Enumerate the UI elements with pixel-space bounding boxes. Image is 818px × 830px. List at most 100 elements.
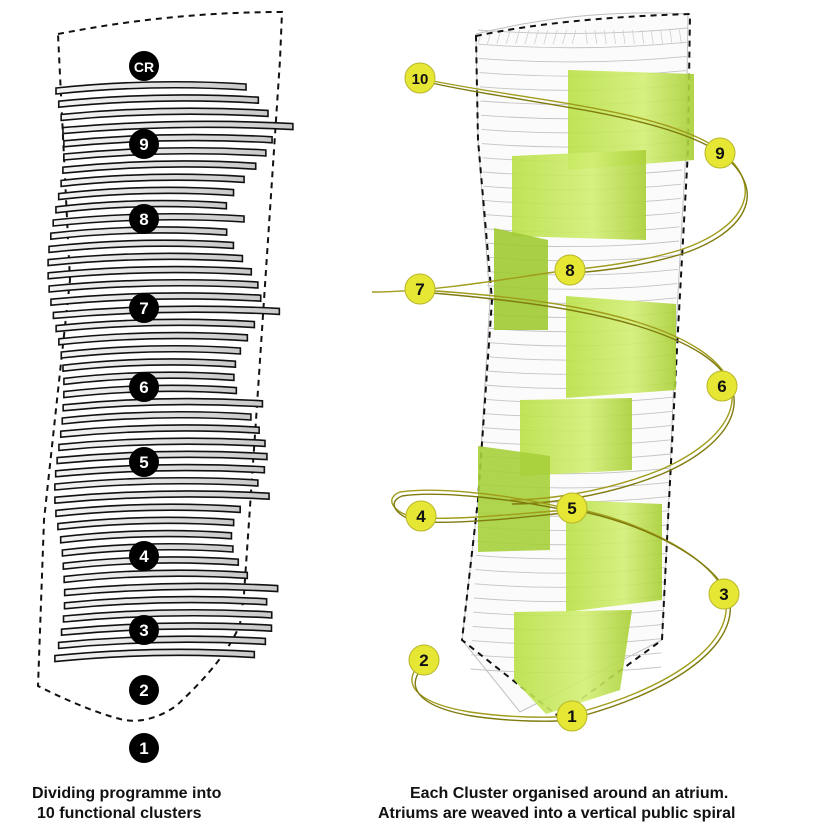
spiral-label: 7 [415,280,424,299]
spiral-marker-circle [556,492,588,524]
atrium-5 [478,446,550,552]
spiral-label: 5 [567,499,576,518]
floor-slab [55,318,256,333]
right-caption-line1: Each Cluster organised around an atrium. [410,785,729,802]
floor-slab [60,107,269,122]
wireframe-mullion [650,29,654,45]
cluster-label: 9 [139,135,148,154]
wireframe-mullion [515,29,520,45]
spiral-label: 1 [567,707,576,726]
right-caption: Each Cluster organised around an atrium.… [378,784,735,824]
floor-slab [61,410,252,425]
wireframe-mullion [641,29,645,45]
wireframe-mullion [562,29,567,45]
floor-slab [47,252,244,267]
floor-slab [63,582,279,597]
left-caption: Dividing programme into 10 functional cl… [32,784,221,824]
wireframe-mullion [594,29,598,45]
spiral-marker-circle [706,370,738,402]
spiral-label: 4 [416,507,426,526]
wireframe-mullion [679,29,682,45]
spiral-marker-circle [404,273,436,305]
cluster-marker-circle [129,51,159,81]
spiral-marker: 1 [556,700,588,732]
wireframe-mullion [571,29,577,45]
floor-slab [57,94,260,109]
cluster-marker: 7 [129,293,159,323]
floor-slab [60,173,245,188]
spiral-label: 6 [717,377,726,396]
cluster-label: 5 [139,453,148,472]
cluster-marker-circle [129,675,159,705]
floor-slab [54,648,256,663]
floor-slab [62,120,294,135]
floor-slab [47,265,253,280]
wireframe-mullion [524,29,530,45]
spiral-marker-circle [708,578,740,610]
cluster-marker: 1 [129,733,159,763]
spiral-marker-circle [554,254,586,286]
atrium-9 [512,150,646,240]
floor-slab [55,80,247,95]
spiral-marker-circle [556,700,588,732]
cluster-label: 6 [139,378,148,397]
wireframe-floor [478,41,688,49]
wireframe-mullion [585,29,588,45]
cluster-label: 3 [139,621,148,640]
spiral-marker: 5 [556,492,588,524]
spiral-marker: 6 [706,370,738,402]
floor-slab [62,358,237,373]
cluster-marker: CR [129,51,159,81]
floor-slab [57,635,267,650]
spiral-marker: 7 [404,273,436,305]
wireframe-mullion [477,29,483,45]
cluster-marker-circle [129,615,159,645]
cluster-marker: 9 [129,129,159,159]
spiral-marker-circle [405,500,437,532]
cluster-label: 2 [139,681,148,700]
left-caption-line2: 10 functional clusters [37,805,202,822]
floor-slab [49,226,228,241]
spiral-label: 2 [419,651,428,670]
cluster-marker-circle [129,447,159,477]
cluster-label: 1 [139,739,148,758]
spiral-label: 3 [719,585,728,604]
public-spiral [371,77,748,722]
wireframe-mullion [660,29,663,45]
spiral-label: 8 [565,261,574,280]
floor-slab [54,476,259,491]
floor-slab [58,331,249,346]
floor-slab [59,529,233,544]
left-caption-line1: Dividing programme into [32,785,222,802]
spiral-marker: 3 [708,578,740,610]
wireframe-mullion [534,29,539,45]
floor-slab [52,305,281,320]
cluster-marker: 8 [129,204,159,234]
spiral-marker-circle [404,62,436,94]
floor-slab [54,490,270,505]
cluster-label: 7 [139,299,148,318]
floor-slab [60,622,273,637]
left-floor-slabs [47,80,294,663]
floor-slab [60,344,242,359]
floor-slab [56,450,268,465]
spiral-label: 10 [412,71,429,88]
wireframe-mullion [496,29,502,45]
cluster-marker-circle [129,733,159,763]
floor-slab [55,503,241,518]
atrium-3 [514,610,632,714]
floor-slab [57,186,235,201]
floor-slab [63,146,267,161]
wireframe-floor [478,55,687,63]
spiral-marker: 4 [405,500,437,532]
spiral-marker: 2 [408,644,440,676]
wireframe-mullion [622,29,626,45]
cluster-marker: 6 [129,372,159,402]
spiral-marker: 10 [404,62,436,94]
wireframe-floor [477,27,689,34]
